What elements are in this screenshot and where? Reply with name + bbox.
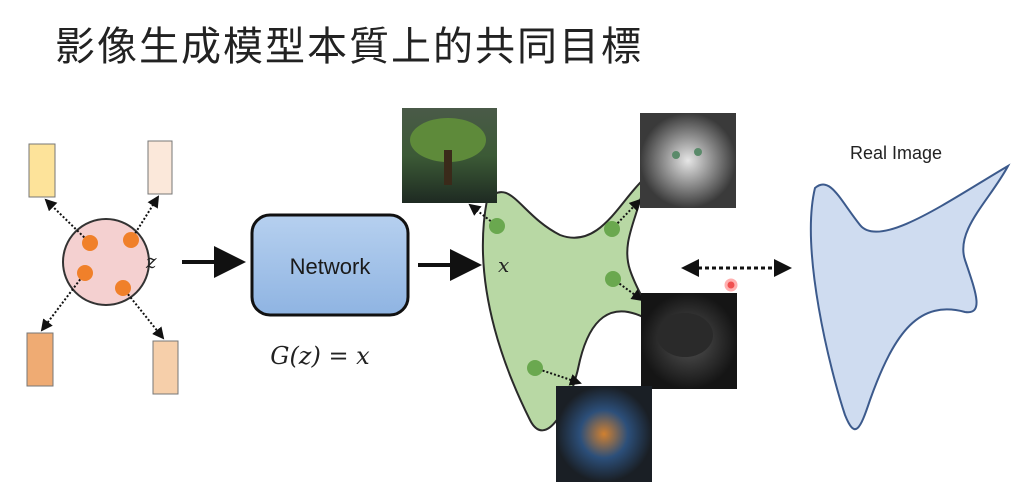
- real-distribution-shape: [809, 163, 1011, 430]
- laser-pointer-dot: [724, 278, 738, 292]
- latent-vector-yellow: [28, 143, 56, 198]
- slide-title: 影像生成模型本質上的共同目標: [55, 24, 643, 70]
- latent-point: [77, 265, 93, 281]
- latent-point: [123, 232, 139, 248]
- latent-point: [82, 235, 98, 251]
- cat-image: [640, 113, 736, 208]
- generated-point: [604, 221, 620, 237]
- bird-image: [556, 386, 652, 482]
- generated-point: [489, 218, 505, 234]
- network-formula: G(z) = x: [270, 342, 370, 370]
- dog-image: [641, 293, 737, 389]
- generated-label: x: [498, 253, 509, 277]
- generated-point: [527, 360, 543, 376]
- latent-vector-orange: [26, 332, 54, 387]
- latent-point: [115, 280, 131, 296]
- latent-vector-pale: [147, 140, 173, 195]
- generated-point: [605, 271, 621, 287]
- network-label: Network: [290, 254, 372, 279]
- latent-label: z: [145, 249, 157, 273]
- latent-vector-peach: [152, 340, 179, 395]
- real-image-label: Real Image: [850, 143, 942, 163]
- network-box: [250, 213, 410, 317]
- tree-image: [402, 108, 497, 203]
